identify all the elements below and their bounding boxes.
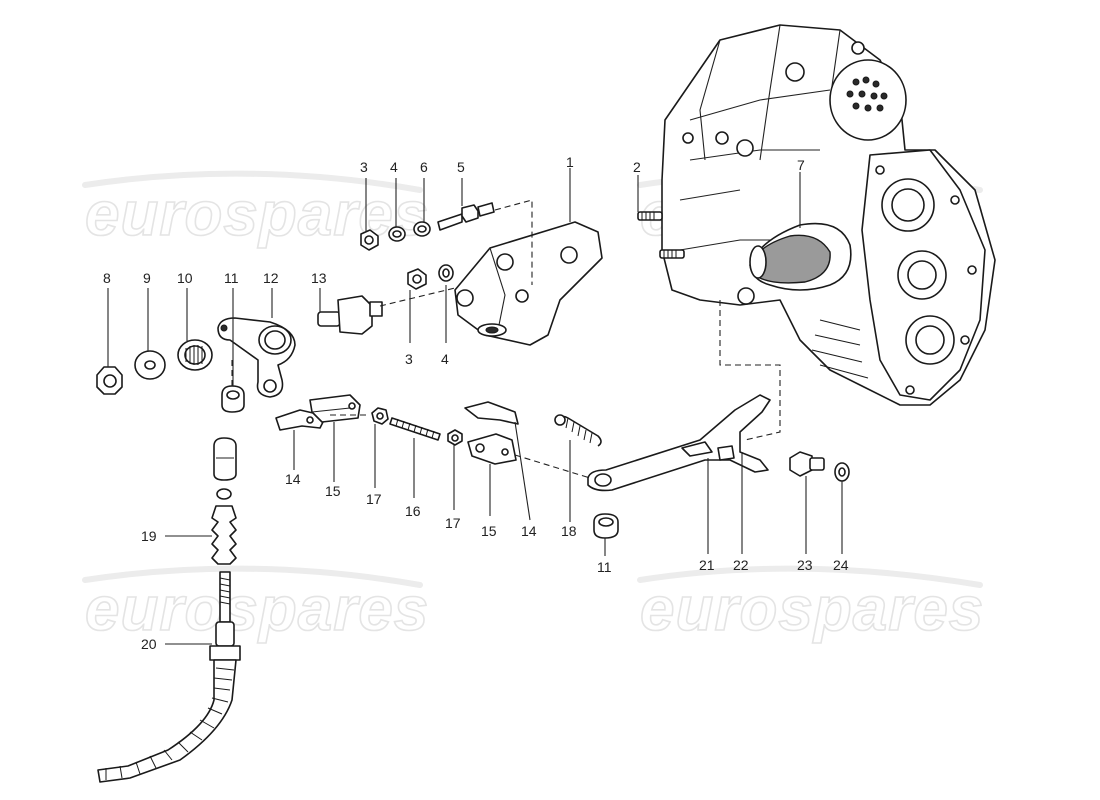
callout-7: 7 (797, 157, 805, 173)
callout-2: 2 (633, 159, 641, 175)
callout-18: 18 (561, 523, 577, 539)
callout-17: 17 (366, 491, 382, 507)
callout-14: 14 (285, 471, 301, 487)
callout-3: 3 (405, 351, 413, 367)
callout-12: 12 (263, 270, 279, 286)
nut-washer-bearing (96, 339, 213, 395)
bracket (454, 221, 603, 346)
callout-9: 9 (143, 270, 151, 286)
bushing-left (221, 385, 245, 413)
release-fork (587, 394, 771, 492)
return-spring (554, 414, 602, 447)
callout-11: 11 (597, 559, 612, 575)
callout-21: 21 (699, 557, 715, 573)
bushing-right (593, 513, 619, 539)
breather-holes (846, 76, 888, 112)
callout-15: 15 (325, 483, 341, 499)
watermark-swoosh (637, 565, 983, 588)
watermark-swoosh (82, 170, 423, 193)
gearbox-housing (637, 24, 996, 406)
adjuster-rod (371, 407, 463, 446)
callout-15: 15 (481, 523, 497, 539)
clevis-right (464, 401, 519, 465)
callout-6: 6 (420, 159, 428, 175)
callout-3: 3 (360, 159, 368, 175)
callout-13: 13 (311, 270, 327, 286)
callout-22: 22 (733, 557, 749, 573)
callout-10: 10 (177, 270, 193, 286)
clevis-left (275, 394, 361, 431)
callout-8: 8 (103, 270, 111, 286)
watermark-bottom-left: eurospares (85, 575, 429, 644)
callout-20: 20 (141, 636, 157, 652)
callout-17: 17 (445, 515, 461, 531)
callout-labels: 1 2 3 3 4 4 5 6 7 8 9 10 11 11 12 13 14 … (103, 154, 849, 652)
watermark-bottom-right: eurospares (640, 575, 984, 644)
callout-11: 11 (224, 270, 239, 286)
watermark-swoosh (82, 565, 423, 588)
callout-19: 19 (141, 528, 157, 544)
dashed-assembly-lines (231, 199, 781, 479)
callout-24: 24 (833, 557, 849, 573)
callout-16: 16 (405, 503, 421, 519)
leader-lines (107, 168, 843, 645)
callout-23: 23 (797, 557, 813, 573)
callout-14: 14 (521, 523, 537, 539)
small-hardware-top (360, 202, 495, 290)
callout-4: 4 (390, 159, 398, 175)
lever (217, 317, 296, 398)
pivot-bolt-washer (789, 451, 850, 482)
callout-5: 5 (457, 159, 465, 175)
callout-4: 4 (441, 351, 449, 367)
clutch-cable (97, 437, 241, 783)
callout-1: 1 (566, 154, 574, 170)
switch-part (317, 295, 383, 335)
